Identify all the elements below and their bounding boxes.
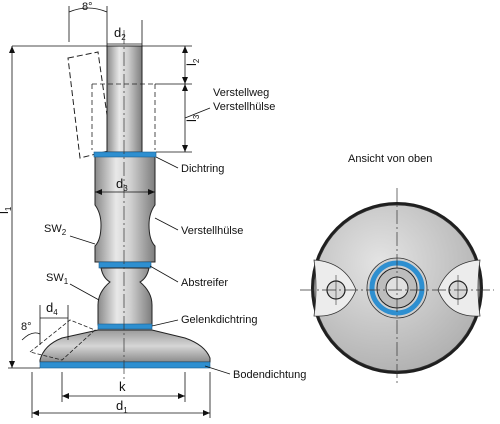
gelenkdichtring-label: Gelenkdichtring: [181, 314, 257, 326]
adjusting-sleeve: [94, 154, 156, 263]
dichtring-label: Dichtring: [181, 163, 224, 175]
sw1-label: SW1: [46, 272, 69, 286]
arrowheads: [9, 46, 210, 416]
d3-label: d3: [116, 176, 128, 193]
k-label: k: [119, 379, 126, 394]
angle-bottom-label: 8°: [21, 321, 32, 333]
d2-label: d2: [114, 25, 126, 42]
ball-joint-neck: [97, 267, 153, 326]
top-view: [300, 188, 494, 385]
gelenkdichtring-seal: [97, 323, 153, 330]
verstellweg-label: Verstellweg: [213, 87, 269, 99]
base-plate: [39, 329, 211, 363]
bodendichtung-label: Bodendichtung: [233, 369, 306, 381]
verstellhuelse-top-label: Verstellhülse: [213, 101, 275, 113]
l1-label: l1: [0, 206, 13, 214]
d1-label: d1: [116, 398, 128, 415]
tilt-ghost-base: [29, 319, 96, 361]
l3-label: l3: [184, 114, 201, 122]
side-view: [29, 30, 211, 380]
part-labels: Verstellweg Verstellhülse Dichtring Vers…: [181, 87, 432, 381]
d4-label: d4: [46, 300, 58, 317]
bodendichtung-seal: [39, 361, 211, 369]
angle-top-label: 8°: [82, 1, 93, 13]
abstreifer-seal: [98, 261, 152, 269]
l2-label: l2: [184, 58, 201, 66]
dichtring-seal: [93, 151, 157, 158]
sw2-label: SW2: [44, 223, 67, 237]
threaded-stud: [106, 45, 143, 153]
abstreifer-label: Abstreifer: [181, 277, 228, 289]
dimension-lines: [8, 6, 231, 418]
top-view-title: Ansicht von oben: [348, 153, 432, 165]
verstellhuelse-label: Verstellhülse: [181, 225, 243, 237]
tilt-ghost-outline: [67, 51, 113, 159]
dimension-texts: 8° d2 l2 l3 l1 d3 d4 8° k d1 SW2 SW1: [0, 1, 201, 415]
